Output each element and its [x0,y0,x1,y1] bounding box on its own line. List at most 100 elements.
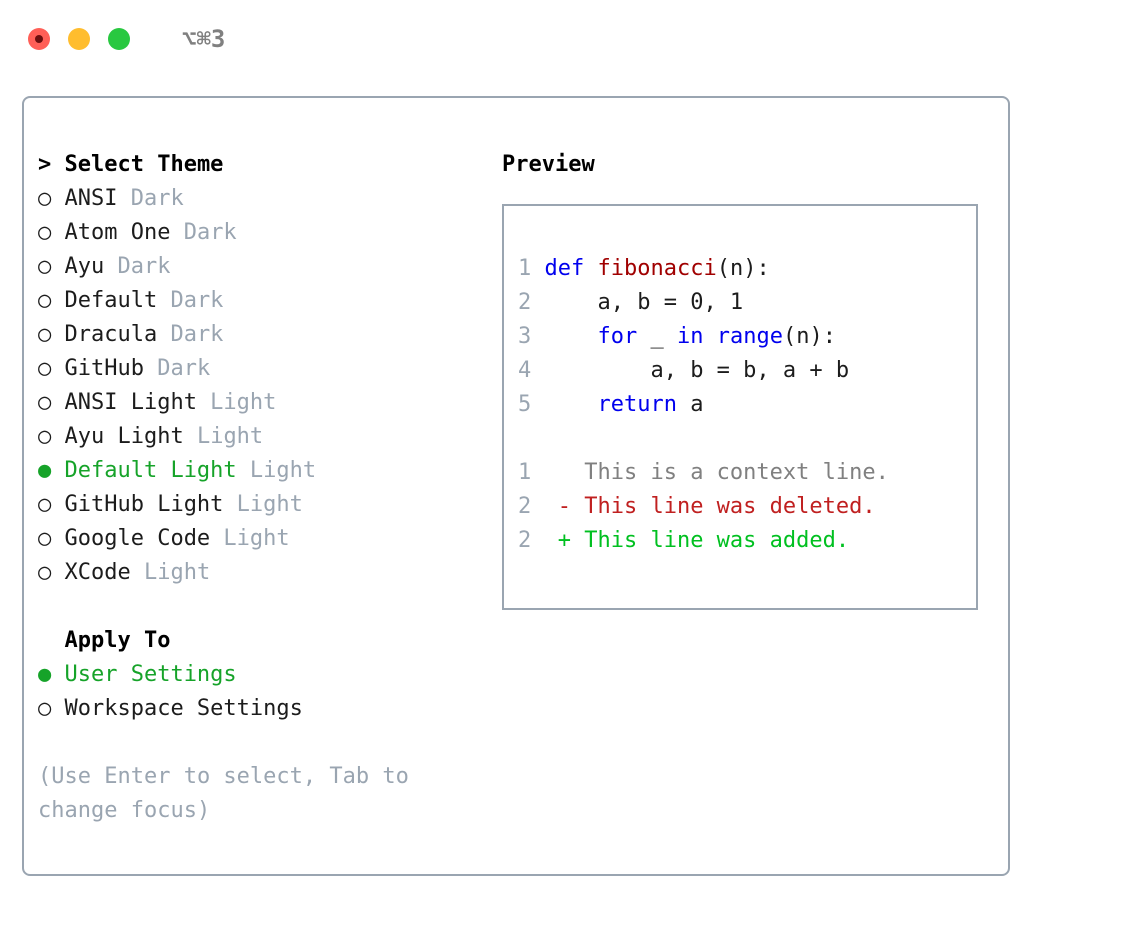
apply-to-list-item[interactable]: ○Workspace Settings [38,692,488,726]
theme-name-label: ANSI [64,186,118,211]
code-token: fibonacci [597,256,717,281]
theme-name-label: ANSI Light [64,390,197,415]
diff-line-text: This line was added. [584,528,850,553]
radio-unselected-icon[interactable]: ○ [38,526,52,551]
code-line-number: 1 [518,256,532,281]
window-titlebar: ⌥⌘3 [0,0,1140,78]
keyboard-shortcut-label: ⌥⌘3 [182,25,226,53]
radio-unselected-icon[interactable]: ○ [38,186,52,211]
code-token: range [716,324,783,349]
code-line-number: 2 [518,290,532,315]
code-token: return [597,392,677,417]
radio-unselected-icon[interactable]: ○ [38,696,52,721]
theme-category-label: Dark [157,322,224,347]
theme-list-item[interactable]: ○ ANSI Dark [38,182,488,216]
select-theme-heading: > Select Theme [38,152,224,177]
theme-name-label: Default [64,288,158,313]
code-token [545,324,598,349]
code-token: (n): [782,324,836,349]
theme-category-label: Light [236,458,317,483]
apply-to-list-item[interactable]: ●User Settings [38,658,488,692]
code-gutter-space [531,324,544,349]
code-line: 1 def fibonacci(n): [518,252,976,286]
radio-unselected-icon[interactable]: ○ [38,254,52,279]
heading-indent [38,624,64,658]
theme-name-label: Dracula [64,322,158,347]
diff-line: 2 + This line was added. [518,524,976,558]
diff-line-text: This line was deleted. [584,494,876,519]
diff-line-number: 2 [518,494,532,519]
theme-category-label: Dark [104,254,171,279]
theme-name-label: Default Light [64,458,237,483]
code-token [545,392,598,417]
code-token: (n): [716,256,770,281]
diff-line-text: This is a context line. [584,460,889,485]
code-line: 4 a, b = b, a + b [518,354,976,388]
theme-list-item[interactable]: ○ Ayu Dark [38,250,488,284]
theme-name-label: Atom One [64,220,171,245]
radio-unselected-icon[interactable]: ○ [38,492,52,517]
theme-picker-panel: > Select Theme ○ANSI Dark○Atom One Dark○… [22,96,1010,876]
diff-line-number: 2 [518,528,532,553]
theme-category-label: Dark [170,220,237,245]
theme-category-label: Light [210,526,290,551]
keyboard-hint-text: (Use Enter to select, Tab to change focu… [38,764,423,823]
code-token: in [676,324,704,349]
theme-list-item[interactable]: ○ Ayu Light Light [38,420,488,454]
theme-category-label: Light [223,492,303,517]
theme-list-item[interactable]: ○ Google Code Light [38,522,488,556]
theme-list-item[interactable]: ○ GitHub Dark [38,352,488,386]
theme-list-item[interactable]: ○GitHub Light Light [38,488,488,522]
theme-category-label: Light [130,560,211,585]
code-token: for [597,324,638,349]
selection-column: > Select Theme ○ANSI Dark○Atom One Dark○… [38,148,488,828]
code-token: a, b = b, a + b [544,358,850,383]
theme-category-label: Dark [143,356,211,381]
radio-selected-icon[interactable]: ● [38,458,52,483]
theme-category-label: Light [183,424,264,449]
code-gutter-space [531,358,544,383]
theme-list-item[interactable]: ○ ANSI Light Light [38,386,488,420]
radio-unselected-icon[interactable]: ○ [38,560,52,585]
code-gutter-space [531,392,544,417]
preview-column: Preview 1 def fibonacci(n):2 a, b = 0, 1… [502,148,1002,610]
theme-category-label: Dark [157,288,224,313]
code-token: a [676,392,704,417]
radio-unselected-icon[interactable]: ○ [38,288,52,313]
code-line-number: 3 [518,324,532,349]
close-button-icon[interactable] [28,28,50,50]
radio-unselected-icon[interactable]: ○ [38,390,52,415]
theme-list-item[interactable]: ○ Default Dark [38,284,488,318]
theme-category-label: Light [196,390,277,415]
theme-list-item[interactable]: ● Default Light Light [38,454,488,488]
theme-name-label: Google Code [64,526,211,551]
apply-to-heading-label: Apply To [64,628,171,653]
diff-line: 1 This is a context line. [518,456,976,490]
minimize-button-icon[interactable] [68,28,90,50]
code-token [703,324,716,349]
code-token: def [544,256,598,281]
radio-unselected-icon[interactable]: ○ [38,220,52,245]
radio-unselected-icon[interactable]: ○ [38,356,52,381]
theme-name-label: GitHub [64,356,144,381]
diff-marker: + [531,528,585,553]
radio-unselected-icon[interactable]: ○ [38,322,52,347]
section-spacer [38,590,488,624]
theme-list-item[interactable]: ○ Atom One Dark [38,216,488,250]
theme-category-label: Dark [117,186,184,211]
code-line: 2 a, b = 0, 1 [518,286,976,320]
theme-list-item[interactable]: ○ Dracula Dark [38,318,488,352]
theme-name-label: Ayu Light [64,424,184,449]
diff-marker: - [531,494,585,519]
theme-name-label: Ayu [64,254,105,279]
code-line-number: 5 [518,392,532,417]
zoom-button-icon[interactable] [108,28,130,50]
code-diff-gap [518,422,976,456]
theme-list: ○ ANSI Dark ○ Atom One Dark ○ Ayu Dark ○ Defaul… [38,182,488,590]
radio-selected-icon[interactable]: ● [38,662,52,687]
radio-unselected-icon[interactable]: ○ [38,424,52,449]
preview-heading: Preview [502,152,595,177]
theme-list-item[interactable]: ○XCode Light [38,556,488,590]
